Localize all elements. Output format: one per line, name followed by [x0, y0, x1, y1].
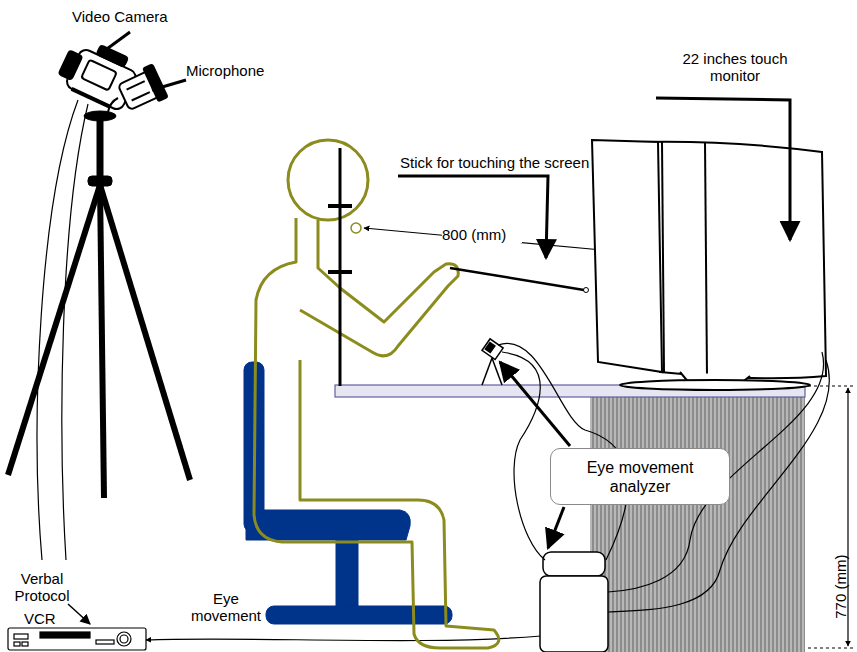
figure-label: Verbal Protocol	[6, 570, 78, 605]
leader-arrow	[500, 362, 570, 446]
head-rest	[328, 148, 352, 386]
box-text: Eye movement analyzer	[565, 458, 715, 496]
stick-tip	[584, 288, 589, 293]
chair	[244, 362, 452, 624]
leader-line	[152, 80, 186, 90]
touch-stick	[450, 268, 584, 290]
camera-cable	[62, 104, 88, 560]
leader-arrow	[68, 604, 90, 624]
figure-label: VCR	[24, 610, 68, 627]
figure-label: 800 (mm)	[442, 226, 522, 243]
desk-pillar	[590, 396, 805, 652]
analyzer-unit	[540, 552, 608, 652]
leader-arrow	[398, 176, 548, 258]
participant	[254, 140, 499, 648]
leader-arrow	[548, 507, 564, 548]
eye-camera	[482, 339, 503, 385]
height-dimension	[808, 386, 855, 648]
figure-label: Microphone	[186, 62, 296, 79]
analyzer-box: Eye movement analyzer	[550, 448, 730, 505]
figure-label: 22 inches touch monitor	[660, 50, 810, 85]
leader-line	[100, 32, 130, 54]
cables	[498, 343, 829, 612]
vcr-device	[8, 628, 146, 650]
eye-point	[351, 223, 361, 233]
camera-cable	[37, 100, 78, 560]
leader-arrow	[656, 98, 790, 240]
figure-label: Video Camera	[72, 8, 192, 25]
tripod	[8, 111, 190, 498]
figure-label: Stick for touching the screen	[400, 154, 640, 171]
figure-label: 770 (mm)	[832, 542, 849, 632]
figure-label: Eye movement	[186, 590, 266, 625]
signal-wire	[146, 636, 541, 641]
